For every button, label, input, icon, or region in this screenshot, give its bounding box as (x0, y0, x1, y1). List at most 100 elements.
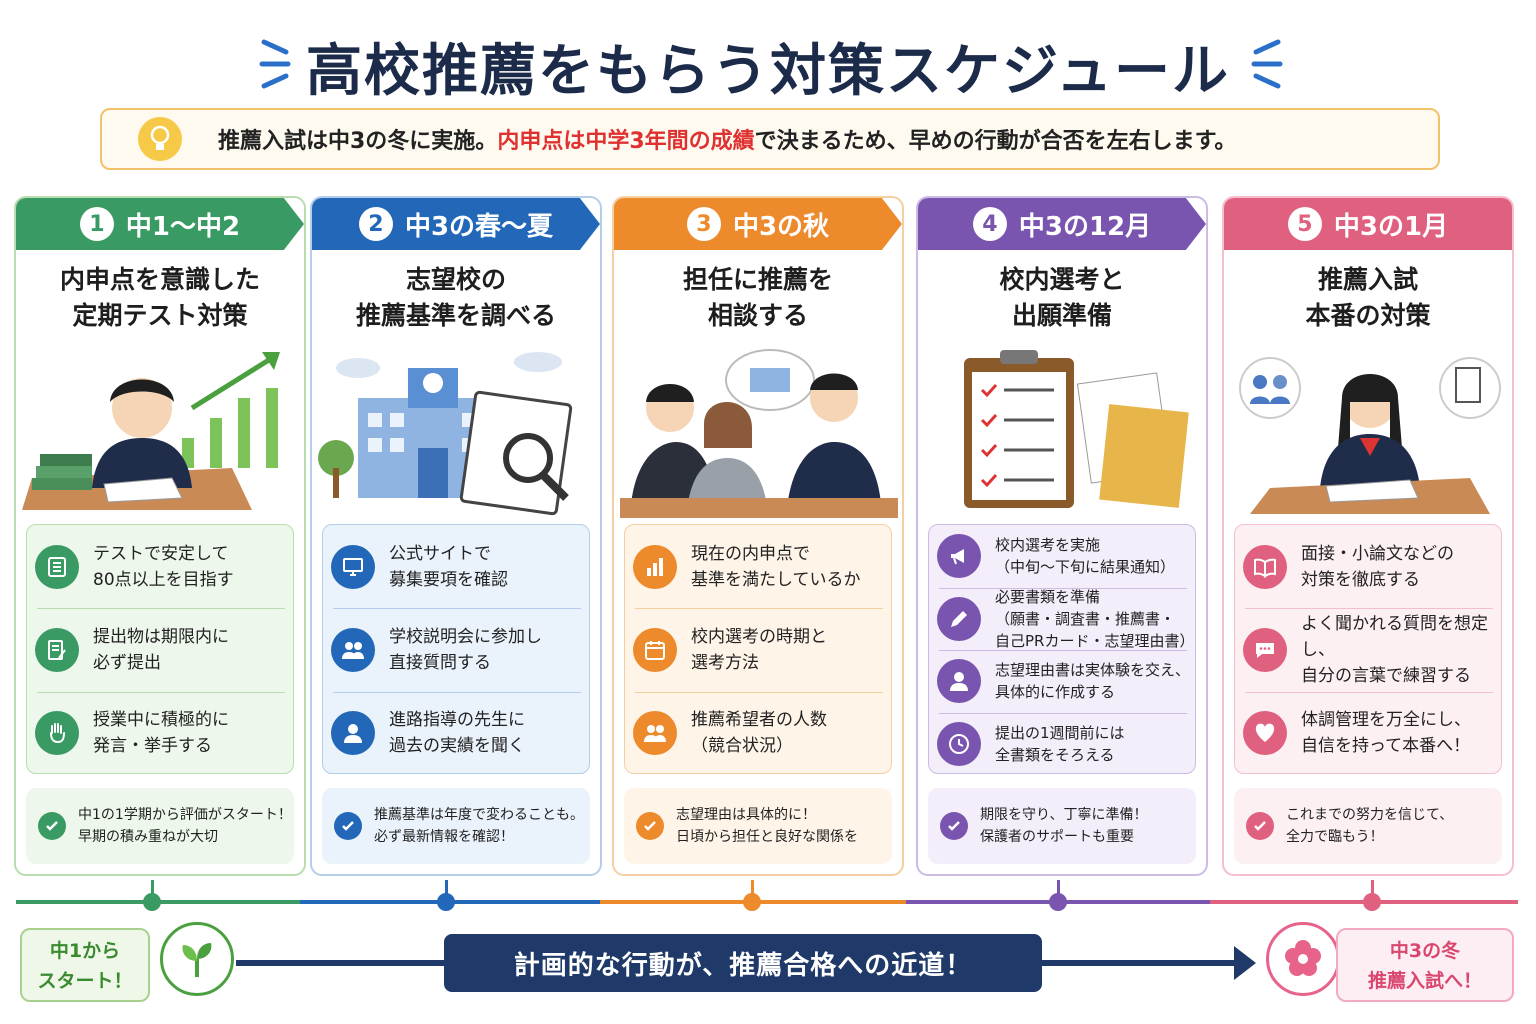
stage-number: 4 (972, 207, 1007, 241)
stage-period: 中3の秋 (732, 211, 830, 242)
page-title: 高校推薦をもらう対策スケジュール (305, 39, 1231, 104)
action-item-text: 公式サイトで 募集要項を確認 (389, 543, 508, 590)
stage-title: 担任に推薦を 相談する (682, 265, 833, 330)
info-banner: 推薦入試は中3の冬に実施。内申点は中学3年間の成績で決まるため、早めの行動が合否… (100, 108, 1440, 170)
timeline-tick (1371, 880, 1374, 894)
action-item-text: 進路指導の先生に 過去の実績を聞く (389, 710, 525, 757)
stage-title: 推薦入試 本番の対策 (1305, 265, 1431, 330)
stage-action-list: 校内選考を実施 （中旬〜下旬に結果通知） 必要書類を準備 （願書・調査書・推薦書・… (928, 524, 1196, 774)
action-item: よく聞かれる質問を想定し、 自分の言葉で練習する (1235, 608, 1501, 691)
action-item: 校内選考を実施 （中旬〜下旬に結果通知） (929, 525, 1195, 588)
check-icon (334, 812, 362, 840)
motto-banner: 計画的な行動が、推薦合格への近道！ (444, 934, 1042, 992)
banner-text-pre: 推薦入試は中3の冬に実施。 (218, 129, 498, 154)
stage-tip: 中1の1学期から評価がスタート！ 早期の積み重ねが大切 (26, 788, 294, 864)
goal-label: 中3の冬 推薦入試へ！ (1336, 928, 1514, 1002)
stage-card-4: 4 中3の12月校内選考と 出願準備 校内選考を実施 （中旬〜下旬に結果通知） 必要… (916, 196, 1208, 876)
sprout-icon (160, 922, 234, 996)
stage-title: 内申点を意識した 定期テスト対策 (59, 265, 260, 330)
checklist-icon (35, 544, 79, 589)
action-item-text: 提出物は期限内に 必ず提出 (93, 626, 229, 673)
action-item-text: 学校説明会に参加し 直接質問する (389, 626, 542, 673)
action-item: 学校説明会に参加し 直接質問する (323, 608, 589, 691)
timeline-tick (751, 880, 754, 894)
action-item-text: 推薦希望者の人数 （競合状況） (691, 710, 827, 757)
action-item-text: 面接・小論文などの 対策を徹底する (1301, 543, 1454, 590)
stage-tip: これまでの努力を信じて、 全力で臨もう！ (1234, 788, 1502, 864)
check-icon (1246, 812, 1274, 840)
divider (1245, 608, 1493, 610)
banner-text: 推薦入試は中3の冬に実施。内申点は中学3年間の成績で決まるため、早めの行動が合否… (218, 123, 1236, 155)
action-item: 提出物は期限内に 必ず提出 (27, 608, 293, 691)
timeline-tick (445, 880, 448, 894)
divider (939, 650, 1187, 651)
stage-tip-text: 期限を守り、丁寧に準備！ 保護者のサポートも重要 (980, 807, 1148, 845)
action-item: 提出の1週間前には 全書類をそろえる (929, 713, 1195, 776)
divider (1245, 691, 1493, 693)
chat-bubble-icon (1243, 627, 1287, 672)
person-icon (331, 711, 375, 756)
action-item: 公式サイトで 募集要項を確認 (323, 525, 589, 608)
heart-icon (1243, 711, 1287, 756)
stage-period: 中1〜中2 (125, 211, 241, 242)
people-icon (633, 711, 677, 756)
arrow-head-icon (1234, 946, 1256, 980)
stage-period: 中3の12月 (1018, 211, 1152, 242)
flower-icon (1266, 922, 1340, 996)
timeline-dot (437, 893, 455, 911)
action-item: 授業中に積極的に 発言・挙手する (27, 692, 293, 775)
divider (37, 608, 285, 610)
stage-title: 校内選考と 出願準備 (999, 265, 1125, 330)
stage-tip-text: これまでの努力を信じて、 全力で臨もう！ (1286, 807, 1454, 845)
stage-tip: 推薦基準は年度で変わることも。 必ず最新情報を確認！ (322, 788, 590, 864)
stage-illustration (924, 338, 1202, 518)
stage-illustration (620, 338, 898, 518)
check-icon (38, 812, 66, 840)
action-item-text: よく聞かれる質問を想定し、 自分の言葉で練習する (1301, 613, 1488, 686)
timeline-dot (1363, 893, 1381, 911)
action-item-text: 校内選考を実施 （中旬〜下旬に結果通知） (995, 536, 1176, 577)
action-item: テストで安定して 80点以上を目指す (27, 525, 293, 608)
timeline-dot (743, 893, 761, 911)
divider (333, 608, 581, 610)
stage-period: 中3の春〜夏 (404, 211, 554, 242)
banner-text-post: で決まるため、早めの行動が合否を左右します。 (754, 129, 1237, 154)
action-item-text: 志望理由書は実体験を交え、 具体的に作成する (995, 661, 1191, 702)
stage-action-list: テストで安定して 80点以上を目指す提出物は期限内に 必ず提出授業中に積極的に … (26, 524, 294, 774)
check-icon (636, 812, 664, 840)
timeline-tick (151, 880, 154, 894)
divider (939, 712, 1187, 714)
action-item-text: 授業中に積極的に 発言・挙手する (93, 710, 229, 757)
stage-action-list: 公式サイトで 募集要項を確認学校説明会に参加し 直接質問する進路指導の先生に 過… (322, 524, 590, 774)
calendar-icon (633, 627, 677, 672)
divider (635, 608, 883, 610)
stage-header: 4 中3の12月 (918, 198, 1206, 250)
pen-icon (937, 596, 981, 641)
stage-title: 志望校の 推薦基準を調べる (355, 265, 556, 330)
timeline-tick (1057, 880, 1060, 894)
check-icon (940, 812, 968, 840)
clock-icon (937, 721, 981, 766)
action-item-text: 提出の1週間前には 全書類をそろえる (995, 723, 1125, 764)
action-item: 必要書類を準備 （願書・調査書・推薦書・ 自己PRカード・志望理由書） (929, 588, 1195, 651)
stage-tip-text: 中1の1学期から評価がスタート！ 早期の積み重ねが大切 (78, 807, 292, 845)
action-item-text: 必要書類を準備 （願書・調査書・推薦書・ 自己PRカード・志望理由書） (995, 587, 1195, 650)
action-item-text: 体調管理を万全にし、 自信を持って本番へ！ (1301, 710, 1471, 757)
banner-highlight: 内申点は中学3年間の成績 (497, 129, 755, 154)
stage-action-list: 面接・小論文などの 対策を徹底するよく聞かれる質問を想定し、 自分の言葉で練習す… (1234, 524, 1502, 774)
stage-illustration (1230, 338, 1508, 518)
action-item: 志望理由書は実体験を交え、 具体的に作成する (929, 650, 1195, 713)
action-item-text: テストで安定して 80点以上を目指す (93, 543, 234, 590)
book-icon (1243, 544, 1287, 589)
action-item-text: 校内選考の時期と 選考方法 (691, 626, 827, 673)
action-item: 面接・小論文などの 対策を徹底する (1235, 525, 1501, 608)
action-item: 校内選考の時期と 選考方法 (625, 608, 891, 691)
stage-tip-text: 志望理由は具体的に！ 日頃から担任と良好な関係を (676, 807, 858, 845)
divider (37, 691, 285, 693)
stage-tip: 志望理由は具体的に！ 日頃から担任と良好な関係を (624, 788, 892, 864)
